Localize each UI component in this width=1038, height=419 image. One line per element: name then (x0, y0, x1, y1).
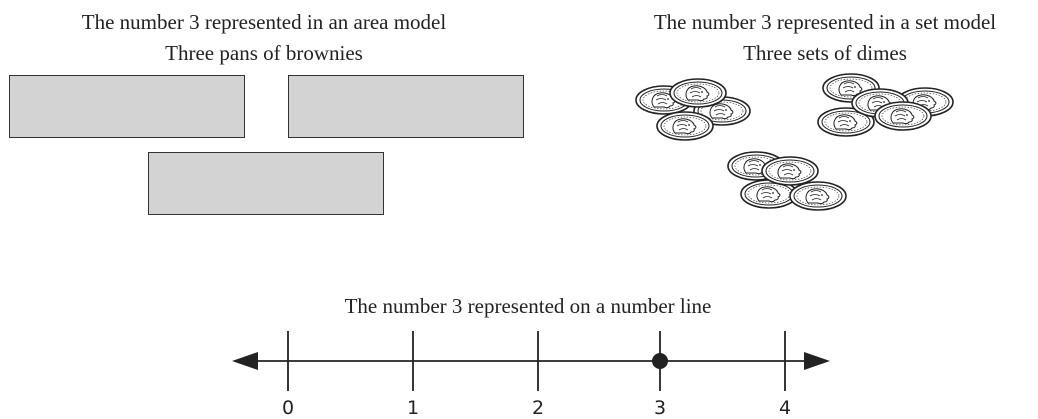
dime-icon (669, 78, 727, 108)
dime-set-3 (727, 151, 847, 211)
tick-label-4: 4 (778, 397, 792, 419)
dime-icon (874, 101, 932, 131)
brownie-pan-3 (148, 152, 384, 215)
left-arrow-icon (232, 352, 258, 370)
tick-label-3: 3 (653, 397, 667, 419)
brownie-pan-1 (9, 75, 245, 138)
set-model-subtitle: Three sets of dimes (743, 41, 907, 65)
area-model-subtitle: Three pans of brownies (165, 41, 363, 65)
tick-label-1: 1 (406, 397, 420, 419)
dime-set-2 (817, 73, 954, 137)
dime-icon (761, 156, 819, 186)
number-line (232, 331, 830, 391)
dime-icon (789, 181, 847, 211)
dime-set-1 (635, 78, 751, 141)
set-model-title: The number 3 represented in a set model (653, 10, 997, 34)
number-line-title: The number 3 represented on a number lin… (344, 294, 712, 318)
brownie-pan-2 (288, 75, 524, 138)
tick-label-0: 0 (281, 397, 295, 419)
area-model-title: The number 3 represented in an area mode… (81, 10, 447, 34)
right-arrow-icon (804, 352, 830, 370)
tick-label-2: 2 (531, 397, 545, 419)
dime-icon (656, 111, 714, 141)
marked-point-dot (652, 353, 668, 369)
